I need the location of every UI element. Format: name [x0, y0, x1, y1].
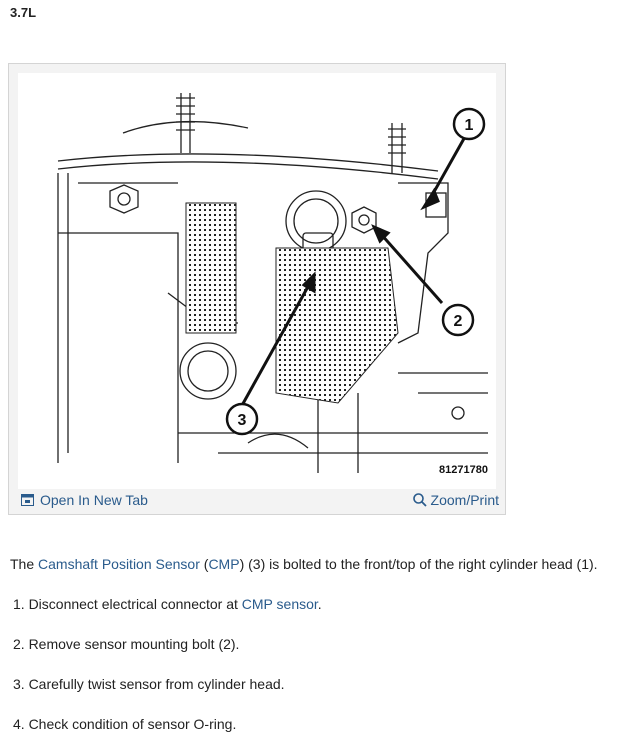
- step-item: 3. Carefully twist sensor from cylinder …: [13, 676, 285, 692]
- step-text: .: [317, 596, 322, 612]
- open-in-new-tab-link[interactable]: Open In New Tab: [21, 492, 148, 508]
- step-item: 4. Check condition of sensor O-ring.: [13, 716, 237, 732]
- figure-footer: Open In New Tab Zoom/Print: [9, 488, 505, 514]
- figure-container: 1 2 3 81271780 Open In New Tab: [8, 63, 506, 515]
- intro-paragraph: The Camshaft Position Sensor (CMP) (3) i…: [10, 556, 598, 572]
- zoom-print-link[interactable]: Zoom/Print: [412, 492, 499, 508]
- callout-3: 3: [225, 402, 259, 436]
- callout-2: 2: [441, 303, 475, 337]
- step-text: 1. Disconnect electrical connector at: [13, 596, 242, 612]
- step-item: 1. Disconnect electrical connector at CM…: [13, 596, 322, 636]
- engine-diagram[interactable]: 1 2 3 81271780: [18, 73, 496, 489]
- procedure-steps: 1. Disconnect electrical connector at CM…: [13, 596, 322, 756]
- open-in-new-tab-label: Open In New Tab: [40, 492, 148, 508]
- figure-code: 81271780: [439, 464, 488, 476]
- svg-text:1: 1: [465, 117, 474, 134]
- camshaft-position-sensor-link[interactable]: Camshaft Position Sensor: [38, 556, 200, 572]
- svg-text:3: 3: [238, 412, 247, 429]
- intro-text: The: [10, 556, 39, 572]
- zoom-print-label: Zoom/Print: [430, 492, 499, 508]
- section-heading: 3.7L: [10, 5, 37, 20]
- cmp-sensor-link[interactable]: CMP sensor: [241, 596, 318, 612]
- engine-line-art: [57, 93, 488, 473]
- step-item: 2. Remove sensor mounting bolt (2).: [13, 636, 240, 652]
- svg-text:2: 2: [454, 313, 463, 330]
- magnifier-icon: [412, 493, 427, 507]
- external-window-icon: [21, 494, 34, 506]
- intro-text: (: [199, 556, 209, 572]
- intro-text: ) (3) is bolted to the front/top of the …: [239, 556, 598, 572]
- callout-1: 1: [452, 107, 486, 141]
- cmp-link[interactable]: CMP: [208, 556, 240, 572]
- callout-leaders: [238, 134, 468, 410]
